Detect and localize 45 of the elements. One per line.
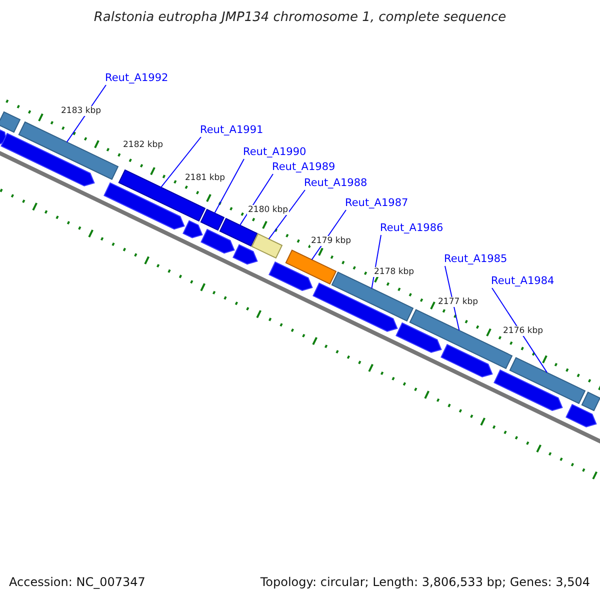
- position-label: 2180 kbp: [247, 205, 290, 215]
- gene-label: Reut_A1985: [444, 253, 508, 265]
- position-label: 2181 kbp: [184, 173, 226, 183]
- gene-label: Reut_A1984: [491, 275, 554, 287]
- gene-feature: [232, 244, 258, 265]
- position-label: 2182 kbp: [122, 140, 164, 150]
- gene-label: Reut_A1991: [200, 124, 264, 136]
- gene-feature: [566, 404, 597, 428]
- leader-line: [214, 158, 244, 214]
- gene-feature: [0, 111, 21, 133]
- gene-feature: [18, 121, 119, 180]
- gene-feature: [104, 182, 185, 230]
- position-label: 2177 kbp: [437, 297, 480, 307]
- position-label: 2179 kbp: [310, 236, 352, 246]
- gene-label: Reut_A1987: [345, 197, 408, 209]
- gene-feature: [494, 369, 563, 412]
- accession-text: Accession: NC_007347: [9, 575, 146, 589]
- leader-line: [268, 190, 306, 240]
- position-label: 2176 kbp: [502, 326, 544, 336]
- gene-feature: [509, 357, 586, 404]
- leader-line: [492, 288, 548, 374]
- gene-label: Reut_A1988: [304, 177, 368, 189]
- gene-feature: [0, 132, 95, 186]
- gene-feature: [581, 392, 600, 412]
- gene-label: Reut_A1989: [272, 161, 336, 173]
- gene-feature: [268, 261, 313, 292]
- gene-feature: [285, 250, 337, 285]
- gene-label: Reut_A1992: [105, 72, 168, 84]
- gene-feature: [200, 208, 225, 231]
- gene-label: Reut_A1986: [380, 222, 444, 234]
- leader-line: [160, 136, 202, 188]
- summary-text: Topology: circular; Length: 3,806,533 bp; Genes: 3,504: [260, 575, 590, 589]
- gene-feature: [200, 228, 235, 254]
- gene-feature: [312, 282, 398, 332]
- gene-feature: [182, 220, 203, 238]
- position-label: 2183 kbp: [60, 106, 102, 116]
- leader-line: [444, 266, 460, 331]
- title: Ralstonia eutropha JMP134 chromosome 1, complete sequence: [92, 10, 508, 25]
- gene-feature: [396, 322, 442, 353]
- position-label: 2178 kbp: [373, 267, 416, 277]
- gene-feature: [251, 233, 283, 259]
- gene-feature: [440, 344, 493, 378]
- gene-label: Reut_A1990: [243, 146, 306, 158]
- gene-feature: [118, 169, 206, 222]
- leader-line: [239, 174, 274, 226]
